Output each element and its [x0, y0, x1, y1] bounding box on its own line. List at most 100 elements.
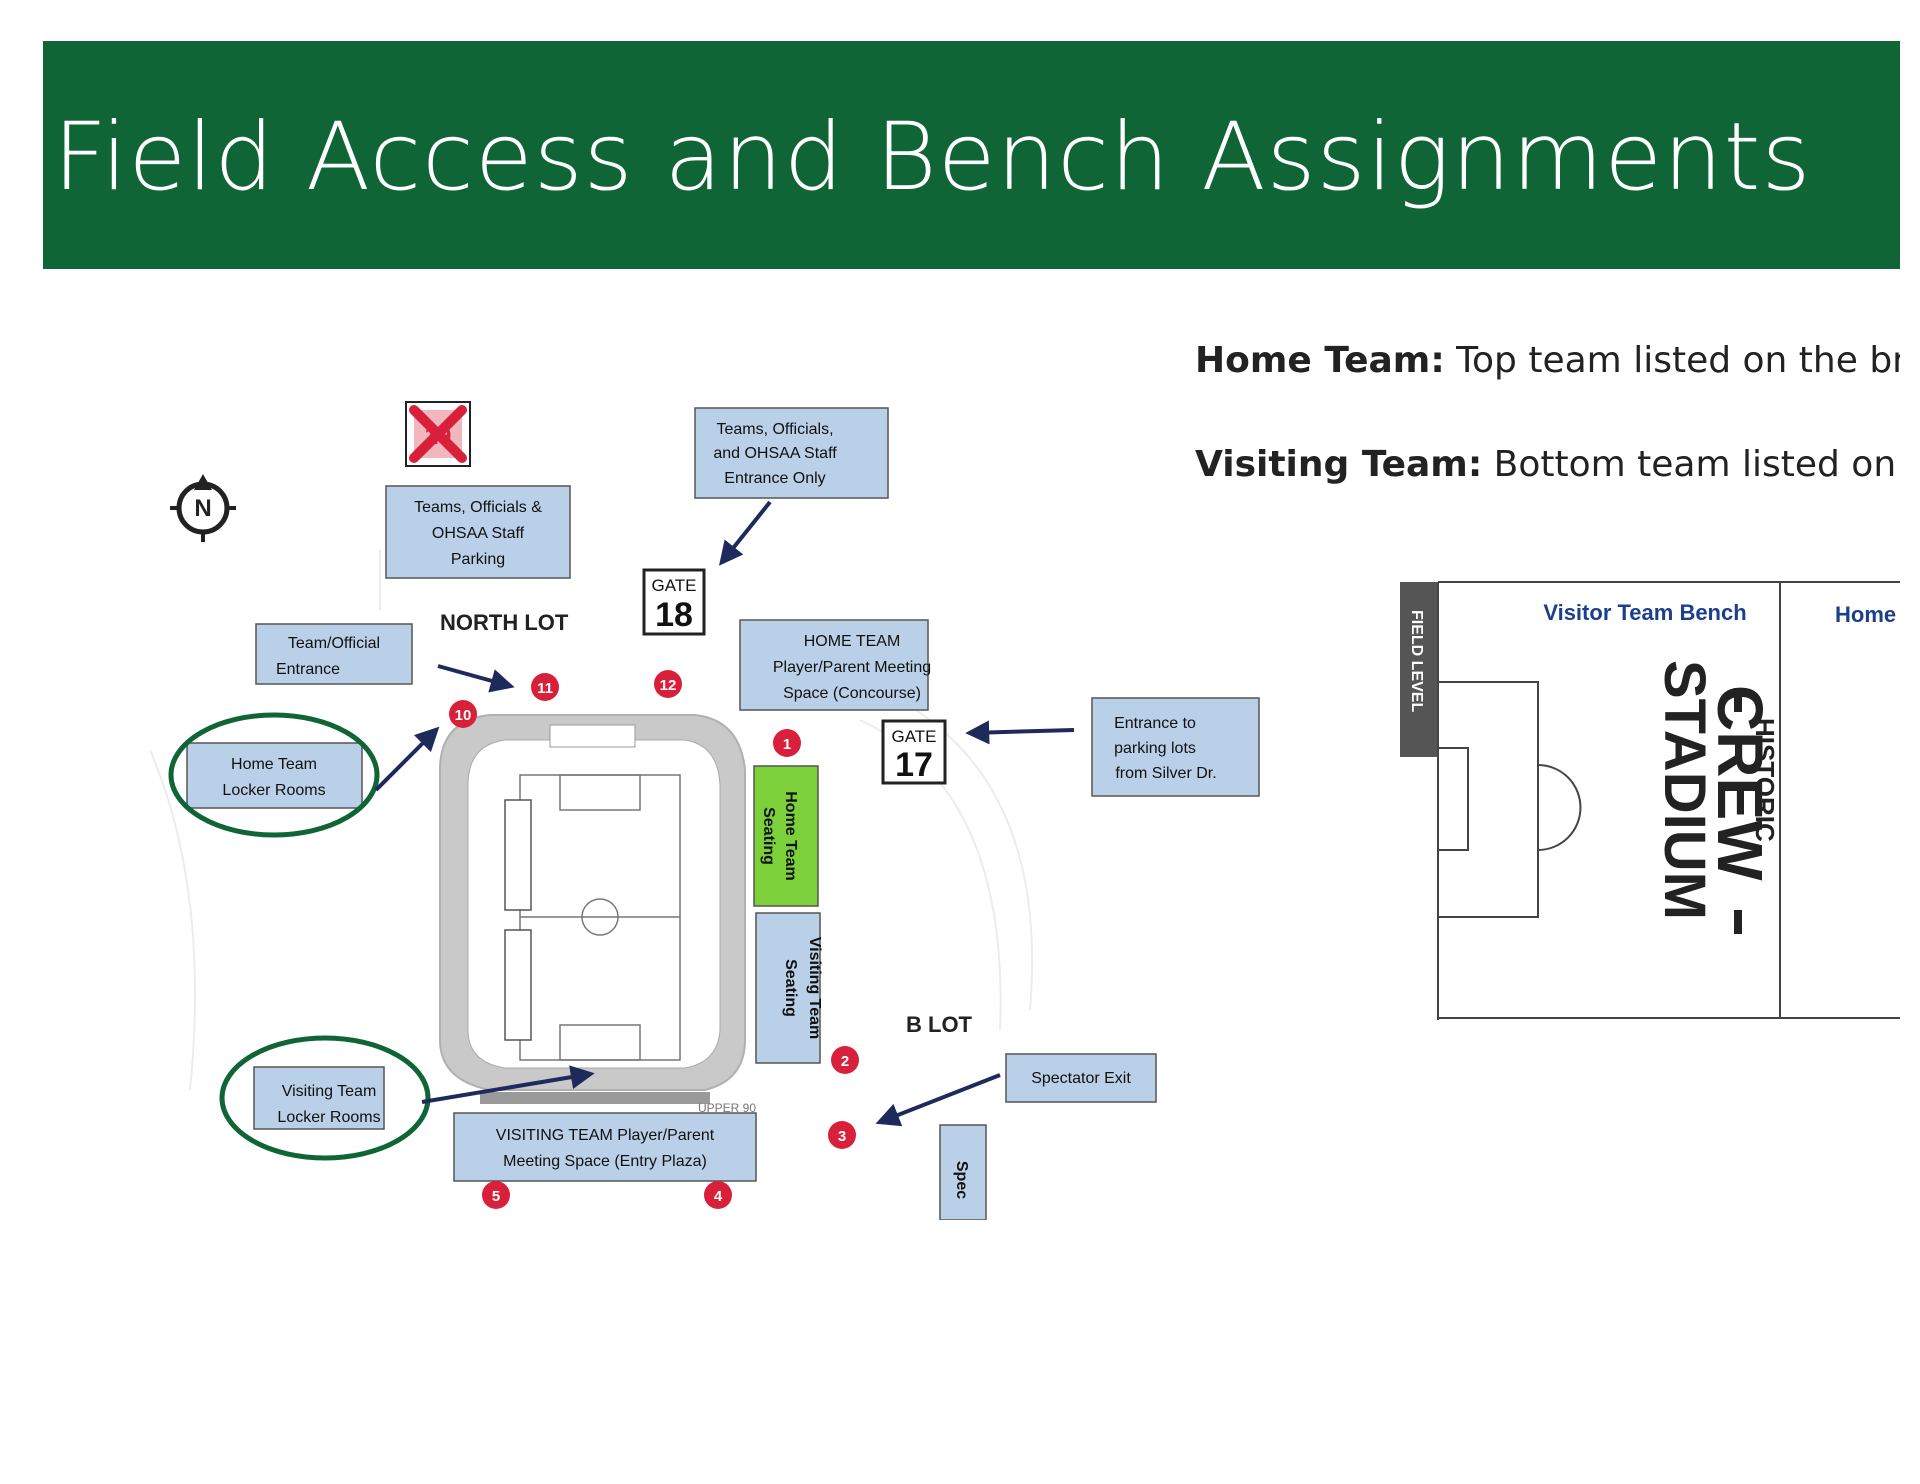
- title-banner: Field Access and Bench Assignments: [43, 41, 1900, 269]
- home-locker-line-2: Locker Rooms: [222, 782, 325, 799]
- closed-gate-19: 19: [405, 401, 471, 467]
- marker-1-label: 1: [783, 736, 791, 753]
- bench-diagram-svg: FIELD LEVEL Visitor Team Bench Home STAD…: [1400, 581, 1900, 1020]
- visiting-meeting-line-2: Meeting Space (Entry Plaza): [503, 1153, 707, 1170]
- visitor-bench-label: Visitor Team Bench: [1543, 600, 1746, 625]
- stadium-crew-label: CREW: [1704, 685, 1776, 881]
- visiting-meeting-line-1: VISITING TEAM Player/Parent: [496, 1127, 715, 1144]
- home-team-text: Top team listed on the brac: [1444, 340, 1900, 381]
- home-locker-line-1: Home Team: [231, 756, 317, 773]
- gate-18-number: 18: [655, 596, 693, 634]
- entrance-parking-arrow: [965, 720, 1075, 745]
- stadium-name-label: STADIUM: [1652, 660, 1717, 920]
- home-locker-oval: [168, 712, 380, 838]
- marker-12-label: 12: [660, 677, 677, 694]
- marker-2: [831, 1046, 859, 1074]
- crew-stadium-logo: STADIUM CREW HISTORIC: [1652, 660, 1780, 934]
- page-title: Field Access and Bench Assignments: [53, 103, 1812, 212]
- field-level-bar: [1400, 582, 1438, 757]
- visiting-seating-line-2: Seating: [782, 959, 799, 1017]
- home-bench: [504, 799, 532, 911]
- marker-1: [773, 729, 801, 757]
- team-official-entrance-line-1: Team/Official: [288, 635, 380, 652]
- home-meeting-line-1: HOME TEAM: [804, 633, 901, 650]
- x-icon: [409, 405, 467, 463]
- marker-11-label: 11: [537, 680, 553, 697]
- gate-18: GATE 18: [642, 568, 706, 636]
- marker-10: [449, 700, 477, 728]
- entrance-parking-line-1: Entrance to: [1114, 715, 1196, 732]
- visiting-locker-line-1: Visiting Team: [282, 1083, 377, 1100]
- marker-3-label: 3: [838, 1128, 846, 1145]
- home-locker-arrow: [374, 726, 440, 792]
- marker-2-label: 2: [841, 1053, 849, 1070]
- spectator-exit-label: Spectator Exit: [1031, 1070, 1131, 1087]
- direction-arrows: [374, 500, 1075, 1127]
- marker-12: [654, 670, 682, 698]
- home-meeting-line-3: Space (Concourse): [783, 685, 921, 702]
- staff-entrance-line-2: and OHSAA Staff: [713, 445, 837, 462]
- upper-90-seating: [480, 1092, 710, 1104]
- upper-90-label: UPPER 90: [698, 1101, 756, 1115]
- gate-17-label: GATE: [891, 727, 936, 746]
- gate-17: GATE 17: [881, 719, 947, 785]
- visiting-seating-box: [755, 912, 821, 1064]
- stage: [549, 724, 636, 748]
- stadium-historic-label: HISTORIC: [1750, 718, 1780, 842]
- home-team-label: Home Team:: [1195, 340, 1445, 381]
- marker-4: [704, 1181, 732, 1209]
- home-seating-line-2: Seating: [760, 807, 777, 865]
- bench-field-lines: [1437, 581, 1900, 1020]
- home-seating-box: [753, 765, 819, 907]
- compass-letter: N: [194, 495, 211, 522]
- team-official-entrance-line-2: Entrance: [276, 661, 340, 678]
- entrance-parking-line-2: parking lots: [1114, 740, 1196, 757]
- staff-entrance-line-3: Entrance Only: [724, 470, 825, 487]
- bench-diagram: FIELD LEVEL Visitor Team Bench Home STAD…: [1400, 580, 1900, 1020]
- parking-line-3: Parking: [451, 551, 505, 568]
- visiting-locker-line-2: Locker Rooms: [277, 1109, 380, 1126]
- b-lot-label: B LOT: [906, 1012, 973, 1037]
- visiting-locker-box: [253, 1066, 385, 1130]
- team-entrance-arrow: [437, 664, 515, 693]
- visiting-seating-line-1: Visiting Team: [806, 937, 823, 1040]
- gate-18-label: GATE: [651, 576, 696, 595]
- staff-entrance-box: [694, 407, 889, 499]
- spectator-exit-box: [1005, 1053, 1157, 1103]
- marker-10-label: 10: [455, 707, 472, 724]
- visiting-team-line: Visiting Team: Bottom team listed on th: [1195, 444, 1900, 485]
- entrance-parking-box: [1091, 697, 1260, 797]
- home-meeting-line-2: Player/Parent Meeting: [773, 659, 931, 676]
- marker-3: [828, 1121, 856, 1149]
- logo-bar-bottom: [1734, 910, 1742, 934]
- home-bench-label: Home: [1835, 602, 1896, 627]
- parking-line-1: Teams, Officials &: [414, 499, 542, 516]
- staff-entrance-arrow: [719, 500, 772, 566]
- spec-partial-label: Spec: [953, 1161, 970, 1199]
- home-meeting-box: [739, 619, 929, 711]
- entrance-parking-line-3: from Silver Dr.: [1115, 765, 1216, 782]
- info-box-backgrounds: [186, 407, 1260, 1221]
- north-lot-label: NORTH LOT: [440, 610, 569, 635]
- numbered-markers: 1 2 3 4 5 10 11 12: [449, 670, 859, 1209]
- stadium-map-svg: UPPER 90 N 19 Teams, Officials & OHSAA S…: [149, 401, 1260, 1221]
- marker-11: [531, 673, 559, 701]
- parking-box: [385, 485, 571, 579]
- home-locker-box: [186, 742, 363, 809]
- home-seating-line-1: Home Team: [782, 791, 799, 881]
- gate-17-number: 17: [895, 746, 933, 784]
- visiting-locker-arrow: [421, 1065, 595, 1104]
- team-info: Home Team: Top team listed on the brac V…: [1195, 340, 1900, 520]
- visiting-team-label: Visiting Team:: [1195, 444, 1483, 485]
- team-official-entrance-box: [255, 623, 413, 685]
- field-level-label: FIELD LEVEL: [1408, 610, 1425, 712]
- compass-icon: N: [170, 474, 236, 542]
- marker-4-label: 4: [714, 1188, 723, 1205]
- home-team-line: Home Team: Top team listed on the brac: [1195, 340, 1900, 381]
- visiting-meeting-box: [453, 1112, 757, 1182]
- visiting-team-text: Bottom team listed on th: [1482, 444, 1900, 485]
- marker-5-label: 5: [492, 1188, 500, 1205]
- marker-5: [482, 1181, 510, 1209]
- soccer-field: [519, 774, 681, 1061]
- parking-line-2: OHSAA Staff: [432, 525, 525, 542]
